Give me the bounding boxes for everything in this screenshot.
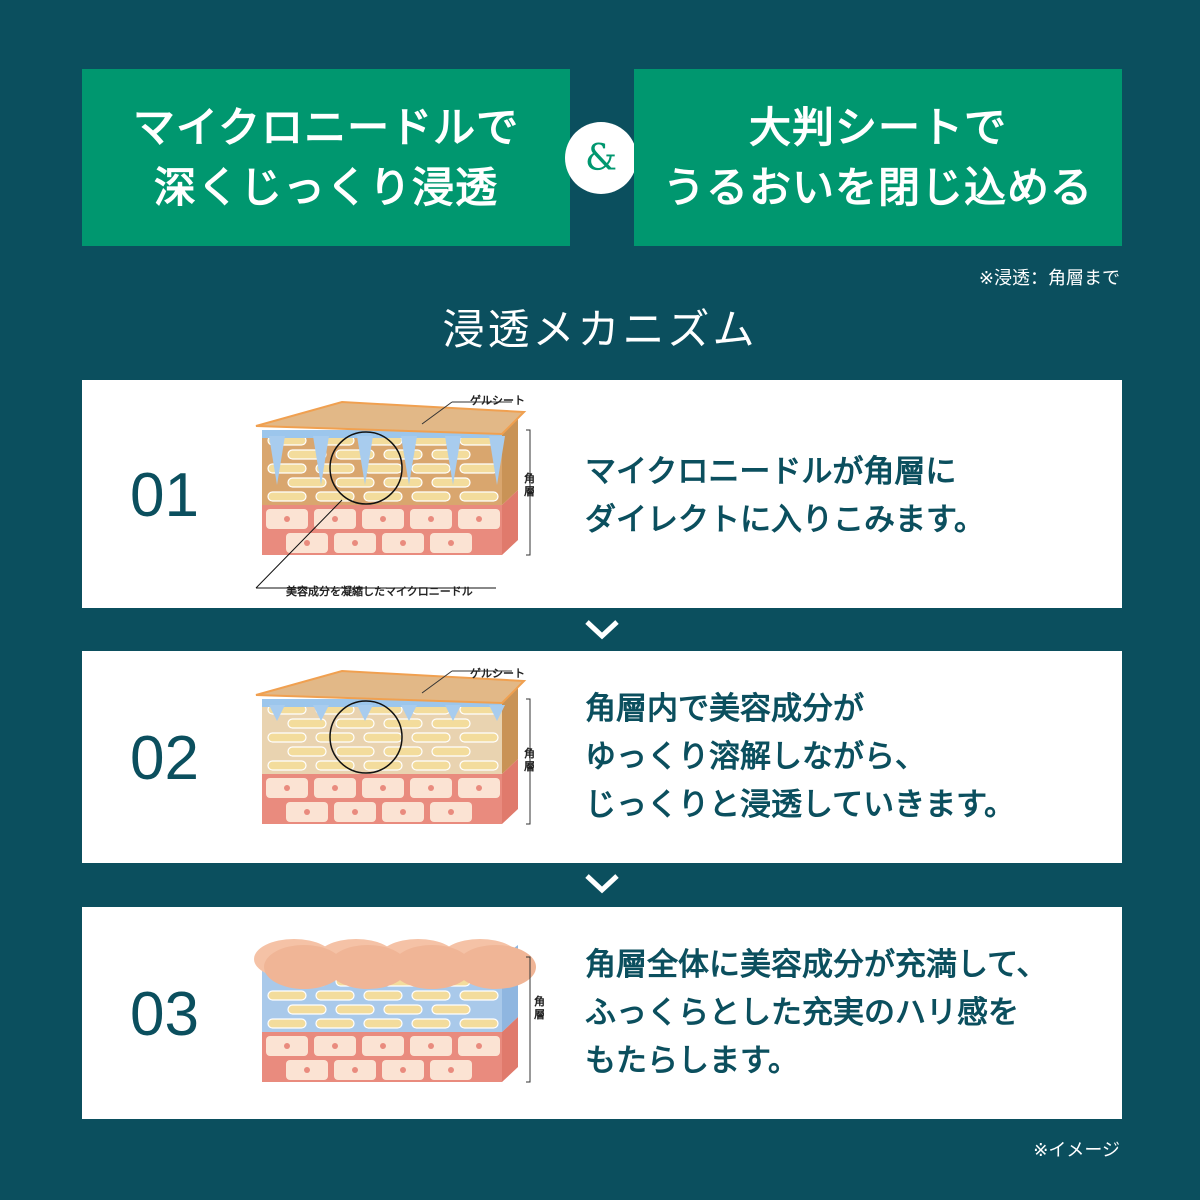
text-line: じっくりと浸透していきます。: [585, 787, 1015, 823]
headline-line: うるおいを閉じ込める: [662, 162, 1093, 212]
step-number: 02: [130, 724, 199, 793]
penetration-note: ※浸透：角層まで: [978, 268, 1120, 289]
stratum-label: 角層: [534, 995, 545, 1021]
text-line: マイクロニードルが角層に: [585, 454, 957, 490]
image-note: ※イメージ: [1033, 1140, 1120, 1161]
stratum-label: 角層: [524, 472, 535, 498]
skin-illustration-needles: [255, 400, 531, 589]
text-line: ダイレクトに入りこみます。: [585, 502, 985, 538]
microneedle-label: 美容成分を凝縮したマイクロニードル: [286, 585, 473, 598]
headline-sheet: 大判シートで うるおいを閉じ込める: [634, 69, 1122, 246]
text-line: もたらします。: [585, 1043, 799, 1079]
gel-sheet-label: ゲルシート: [470, 394, 525, 407]
headline-line: 深くじっくり浸透: [153, 162, 498, 212]
step-description: 角層全体に美容成分が充満して、 ふっくらとした充実のハリ感を もたらします。: [585, 941, 1048, 1085]
step-description: 角層内で美容成分が ゆっくり溶解しながら、 じっくりと浸透していきます。: [585, 685, 1015, 829]
skin-illustration-dissolving: [255, 669, 531, 825]
skin-illustration-plump: [254, 939, 536, 1083]
text-line: 角層全体に美容成分が充満して、: [585, 947, 1048, 983]
text-line: ふっくらとした充実のハリ感を: [585, 995, 1019, 1031]
headline-line: 大判シートで: [748, 102, 1007, 152]
chevron-down-icon: [585, 874, 619, 894]
stratum-label: 角層: [524, 747, 535, 773]
step-description: マイクロニードルが角層に ダイレクトに入りこみます。: [585, 448, 985, 544]
gel-sheet-label: ゲルシート: [470, 667, 525, 680]
step-card-1: 01 ゲルシート 角層 美容成分を凝縮したマイクロニードル マイクロニードルが角…: [82, 380, 1122, 608]
text-line: 角層内で美容成分が: [585, 691, 864, 727]
step-card-3: 03 角層 角層全体に美容成分が充満して、 ふっくらとした充実のハリ感を もたら…: [82, 907, 1122, 1119]
section-title: 浸透メカニズム: [442, 305, 758, 354]
headline-line: マイクロニードルで: [132, 102, 520, 152]
chevron-down-icon: [585, 620, 619, 640]
step-number: 03: [130, 980, 199, 1049]
step-card-2: 02 ゲルシート 角層 角層内で美容成分が ゆっくり溶解しながら、 じっくりと浸…: [82, 651, 1122, 863]
ampersand-badge: &: [565, 122, 637, 194]
step-number: 01: [130, 461, 199, 530]
text-line: ゆっくり溶解しながら、: [585, 739, 926, 775]
headline-microneedle: マイクロニードルで 深くじっくり浸透: [82, 69, 570, 246]
